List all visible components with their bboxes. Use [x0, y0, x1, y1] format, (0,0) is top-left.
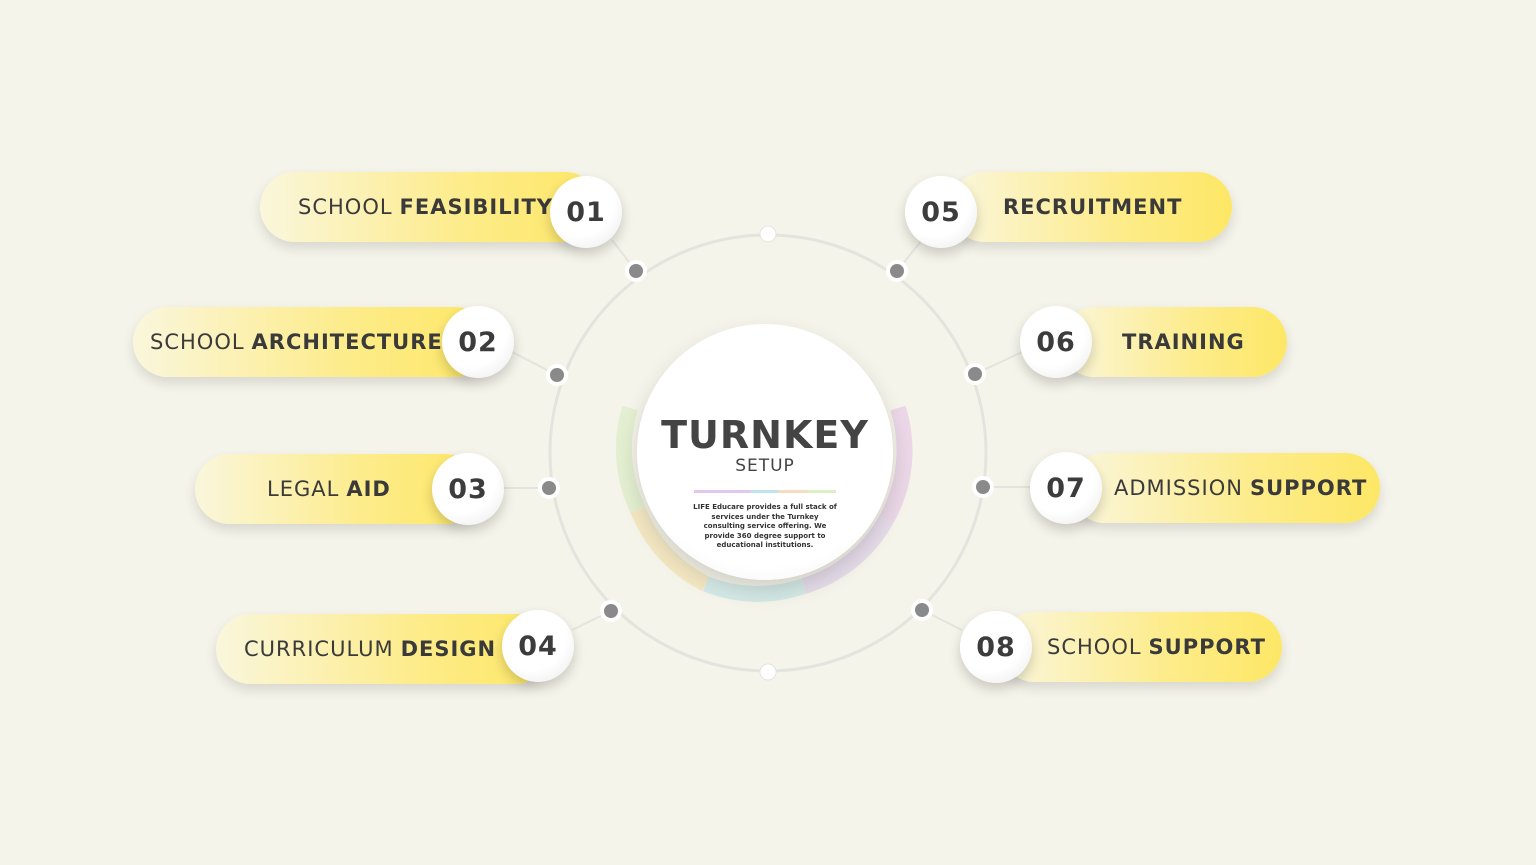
item-label-bold: DESIGN [400, 637, 497, 661]
item-label-light: ADMISSION [1114, 476, 1243, 500]
item-label-bold: SUPPORT [1148, 635, 1266, 659]
color-arc [615, 405, 913, 602]
item-number: 02 [442, 306, 514, 378]
center-title: TURNKEY [661, 413, 869, 457]
color-divider [694, 490, 836, 493]
item-label-bold: RECRUITMENT [1003, 195, 1183, 219]
item-recruitment: RECRUITMENT [950, 172, 1232, 242]
item-number: 01 [550, 176, 622, 248]
item-label-bold: ARCHITECTURE [251, 330, 443, 354]
item-number: 04 [502, 610, 574, 682]
center-circle: TURNKEY SETUP LIFE Educare provides a fu… [637, 324, 893, 580]
item-number: 07 [1030, 452, 1102, 524]
item-label-bold: AID [346, 477, 391, 501]
ring-dots [538, 225, 994, 681]
item-label-bold: SUPPORT [1249, 476, 1368, 500]
item-label-light: LEGAL [267, 477, 340, 501]
center-subtitle: SETUP [735, 456, 795, 476]
item-label-bold: FEASIBILITY [399, 195, 553, 219]
item-label-light: SCHOOL [298, 195, 393, 219]
item-number: 05 [905, 176, 977, 248]
item-training: TRAINING [1060, 307, 1287, 377]
item-number: 06 [1020, 306, 1092, 378]
item-label-light: SCHOOL [1047, 635, 1142, 659]
item-label-light: SCHOOL [150, 330, 245, 354]
item-number: 03 [432, 453, 504, 525]
item-label-bold: TRAINING [1122, 330, 1245, 354]
item-number: 08 [960, 611, 1032, 683]
center-description: LIFE Educare provides a full stack of se… [693, 503, 837, 549]
item-label-light: CURRICULUM [244, 637, 394, 661]
